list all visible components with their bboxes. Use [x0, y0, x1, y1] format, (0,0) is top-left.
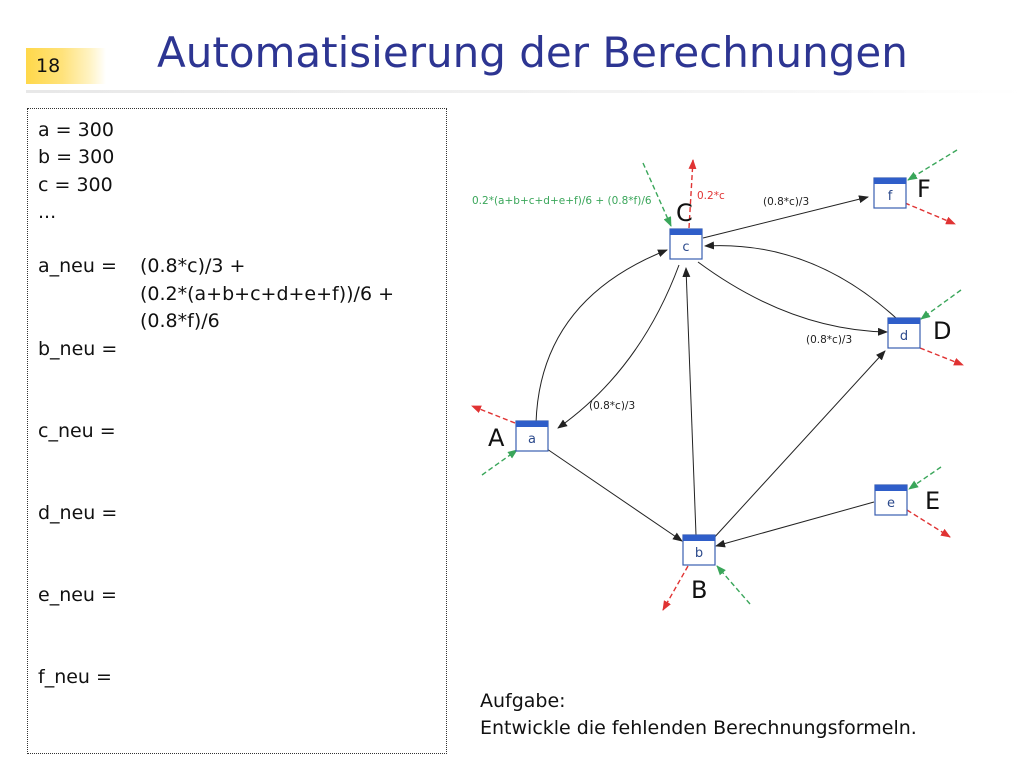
node-e-titlebar	[875, 485, 907, 491]
node-d-titlebar	[888, 318, 920, 324]
inflow-c	[642, 162, 672, 227]
edge-a-to-b	[546, 448, 683, 542]
formula-init-ellipsis: ...	[38, 201, 57, 223]
outflow-d	[919, 347, 964, 366]
node-e-id: e	[887, 496, 895, 511]
label-c-inflow: 0.2*(a+b+c+d+e+f)/6 + (0.8*f)/6	[472, 195, 652, 207]
label-c-to-d: (0.8*c)/3	[806, 334, 852, 346]
node-d-label: D	[933, 317, 951, 345]
node-a: a A	[488, 420, 549, 452]
node-c-label: C	[676, 199, 693, 227]
formula-a-neu-term-2: (0.2*(a+b+c+d+e+f))/6 +	[140, 283, 395, 305]
formula-a-neu-term-1: (0.8*c)/3 +	[140, 255, 246, 277]
edge-b-to-d	[711, 350, 886, 541]
formula-c-neu-label: c_neu =	[38, 420, 116, 442]
node-c: c C	[669, 199, 703, 260]
formula-e-neu-label: e_neu =	[38, 584, 117, 606]
formula-f-neu-label: f_neu =	[38, 666, 112, 688]
label-c-to-a: (0.8*c)/3	[589, 400, 635, 412]
node-b-label: B	[691, 576, 707, 604]
node-e-label: E	[925, 487, 940, 515]
edge-d-to-c	[704, 241, 897, 319]
node-e: e E	[874, 484, 940, 516]
inflow-b	[716, 565, 751, 605]
edge-e-to-b	[715, 501, 875, 548]
outflow-f	[904, 202, 956, 225]
node-c-titlebar	[670, 229, 702, 235]
edge-c-to-d	[697, 261, 888, 336]
label-c-to-f: (0.8*c)/3	[763, 196, 809, 208]
node-a-id: a	[528, 432, 536, 447]
outflow-c	[688, 159, 697, 229]
inflow-a	[481, 449, 518, 476]
page-number: 18	[36, 55, 61, 77]
node-b-id: b	[695, 546, 703, 561]
node-b-titlebar	[683, 535, 715, 541]
edge-c-to-f	[702, 195, 869, 239]
formula-init-c: c = 300	[38, 174, 113, 196]
outflow-e	[906, 509, 951, 538]
node-f-titlebar	[874, 178, 906, 184]
inflow-d	[920, 289, 962, 320]
inflow-f	[907, 149, 958, 181]
formula-init-a: a = 300	[38, 119, 114, 141]
task-text: Entwickle die fehlenden Berechnungsforme…	[480, 717, 917, 739]
page-number-badge	[26, 48, 106, 84]
node-b: b B	[682, 534, 716, 604]
node-f-label: F	[917, 175, 931, 203]
edge-b-to-c	[682, 267, 697, 536]
outflow-b	[662, 565, 689, 611]
edge-a-to-c	[535, 249, 668, 424]
node-d-id: d	[900, 329, 908, 344]
formula-box	[27, 108, 447, 754]
node-c-id: c	[682, 240, 689, 255]
node-d: d D	[887, 317, 951, 349]
title-divider	[26, 90, 1024, 93]
formula-init-b: b = 300	[38, 146, 115, 168]
label-c-outflow: 0.2*c	[697, 190, 725, 202]
formula-d-neu-label: d_neu =	[38, 502, 118, 524]
node-a-label: A	[488, 424, 505, 452]
outflow-a	[471, 405, 516, 424]
inflow-e	[908, 466, 942, 490]
node-a-titlebar	[516, 421, 548, 427]
formula-a-neu-label: a_neu =	[38, 255, 117, 277]
formula-b-neu-label: b_neu =	[38, 338, 118, 360]
task-heading: Aufgabe:	[480, 690, 566, 712]
node-f: f F	[873, 175, 931, 209]
edge-c-to-a	[557, 264, 680, 429]
node-f-id: f	[888, 189, 893, 204]
slide-title: Automatisierung der Berechnungen	[157, 28, 908, 77]
formula-a-neu-term-3: (0.8*f)/6	[140, 310, 220, 332]
